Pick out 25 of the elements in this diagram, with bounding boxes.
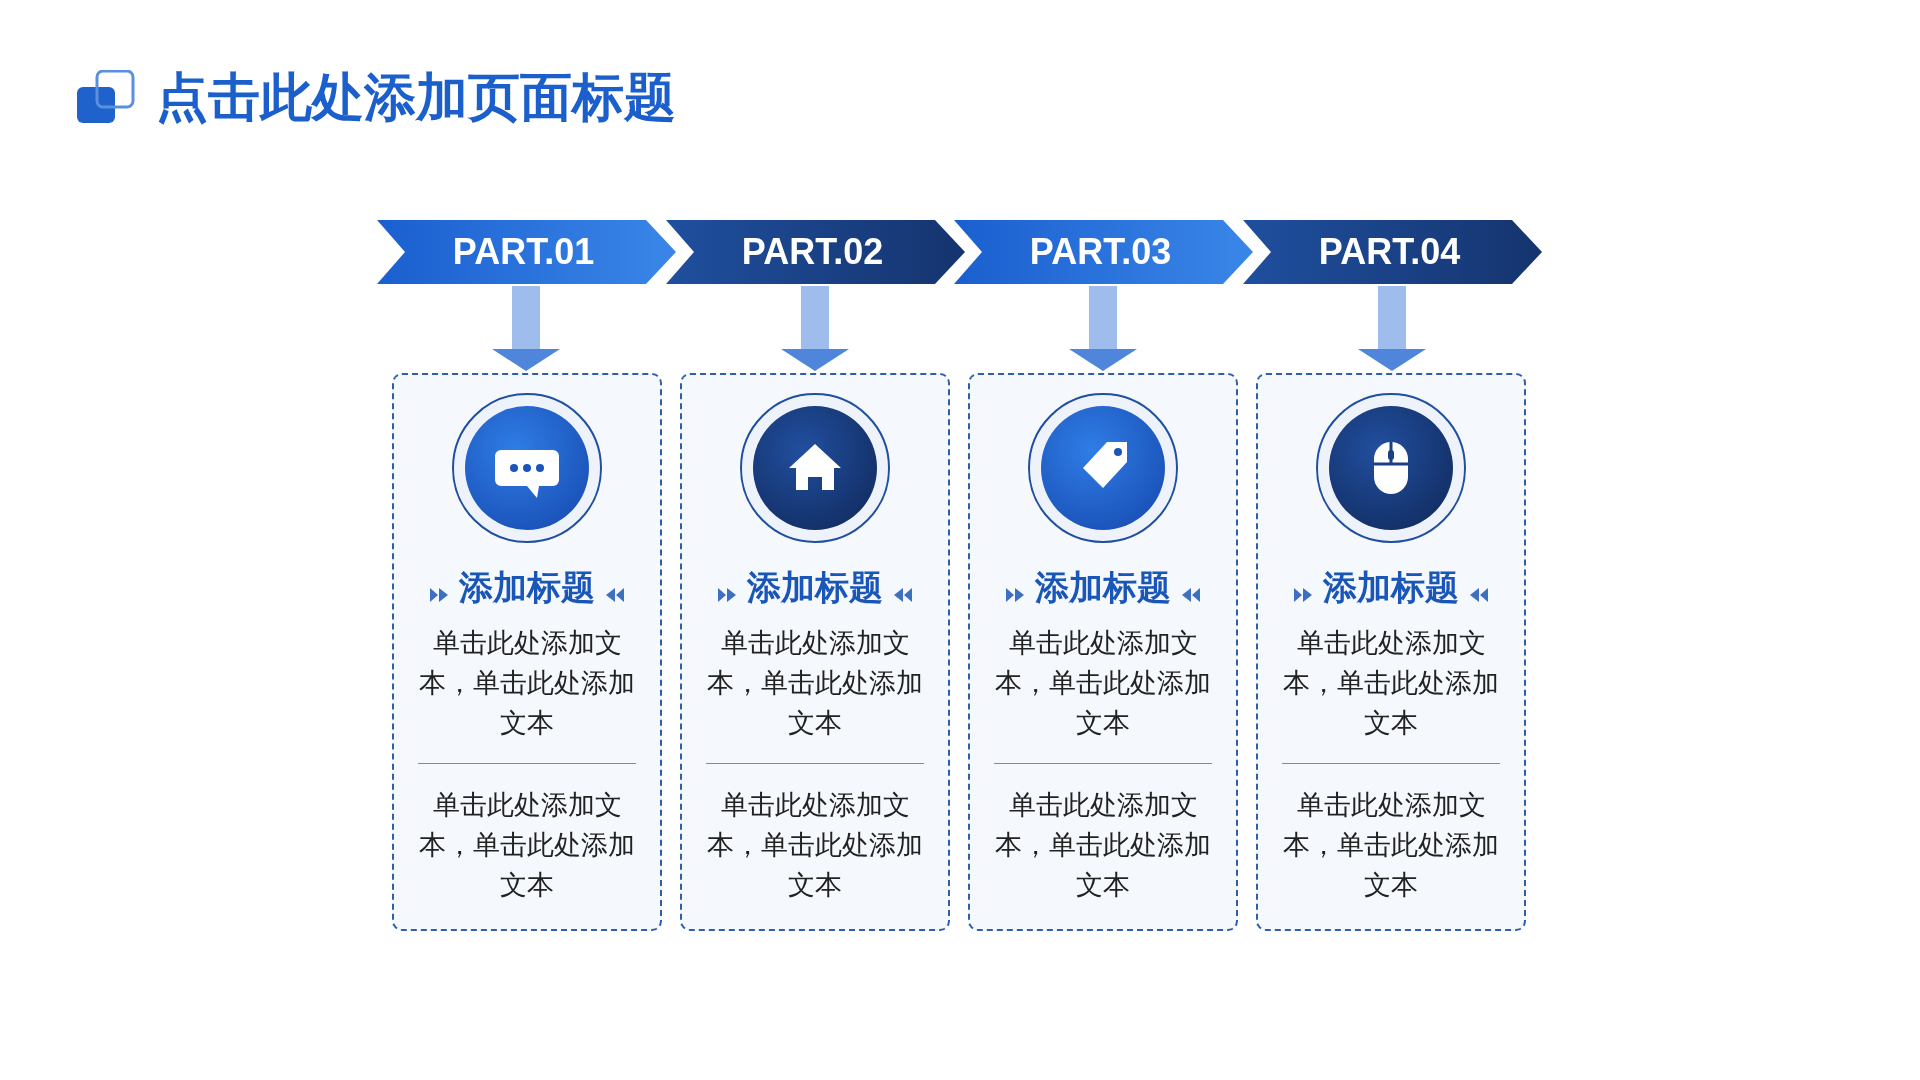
card — [392, 373, 662, 931]
card — [968, 373, 1238, 931]
card-heading: 添加标题 — [1323, 567, 1459, 607]
card — [1256, 373, 1526, 931]
page-title: 点击此处添加页面标题 — [156, 66, 676, 129]
body-text: 单击此处添加文本，单击此处添加文本 — [1282, 626, 1500, 740]
body-text: 单击此处添加文本，单击此处添加文本 — [706, 626, 924, 740]
arrow — [781, 286, 849, 371]
chevron-banner: PART.01 — [377, 220, 676, 284]
body-text: 单击此处添加文本，单击此处添加文本 — [418, 626, 636, 740]
chevron-banner: PART.03 — [954, 220, 1253, 284]
body-text: 单击此处添加文本，单击此处添加文本 — [418, 788, 636, 902]
chevron-banner: PART.02 — [666, 220, 965, 284]
body-text: 单击此处添加文本，单击此处添加文本 — [994, 626, 1212, 740]
card-heading: 添加标题 — [459, 567, 595, 607]
chevron-banner: PART.04 — [1243, 220, 1542, 284]
arrow — [492, 286, 560, 371]
card — [680, 373, 950, 931]
body-text: 单击此处添加文本，单击此处添加文本 — [706, 788, 924, 902]
body-text: 单击此处添加文本，单击此处添加文本 — [1282, 788, 1500, 902]
card-heading: 添加标题 — [747, 567, 883, 607]
card-heading: 添加标题 — [1035, 567, 1171, 607]
arrow — [1358, 286, 1426, 371]
body-text: 单击此处添加文本，单击此处添加文本 — [994, 788, 1212, 902]
arrow — [1069, 286, 1137, 371]
